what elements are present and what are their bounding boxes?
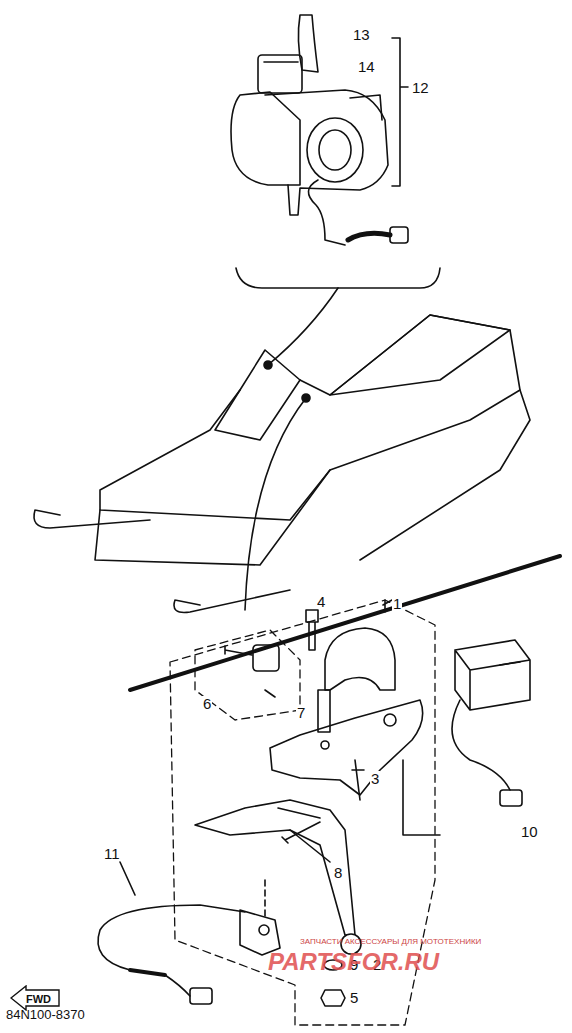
unit-connector — [390, 227, 408, 243]
lever-bracket — [270, 700, 423, 795]
callout-number: 6 — [202, 696, 212, 711]
relay-14 — [258, 55, 302, 93]
group-6-outline — [195, 630, 300, 720]
callout-number: 10 — [520, 824, 539, 839]
lever-8 — [195, 800, 355, 935]
axis-line — [264, 880, 266, 920]
leader-10 — [403, 760, 440, 835]
mount-dot — [264, 361, 272, 369]
callout-number: 7 — [296, 705, 306, 720]
callout-number: 5 — [349, 990, 359, 1005]
hood-side — [95, 470, 330, 565]
nut-5 — [321, 990, 345, 1006]
drawing-number: 84N100-8370 — [6, 1008, 85, 1021]
view-brace — [236, 268, 440, 288]
housing-left — [231, 92, 300, 185]
direction-arrow: FWD — [10, 985, 60, 1011]
unit-plug — [348, 233, 390, 240]
arrow-text: FWD — [26, 993, 51, 1005]
wire-10 — [452, 700, 510, 790]
ski-right — [174, 590, 290, 613]
plug-10 — [500, 790, 522, 806]
switch-nub — [259, 925, 269, 935]
callout-number: 13 — [352, 27, 371, 42]
switch-11 — [240, 910, 280, 955]
seat — [330, 315, 510, 395]
housing-edge — [350, 95, 382, 120]
cable-end — [130, 970, 165, 975]
callout-number: 11 — [103, 846, 121, 861]
ski-left — [34, 510, 150, 528]
unit-wire — [308, 180, 345, 245]
arrow-shape — [11, 986, 59, 1010]
bracket-12 — [392, 38, 408, 186]
screw-lever — [282, 822, 320, 843]
screw-4 — [306, 610, 318, 650]
unit-10-slot — [500, 662, 520, 665]
track-tunnel — [360, 390, 530, 560]
pivot-hole — [321, 741, 329, 749]
snowmobile-body — [100, 315, 520, 520]
housing-bore — [307, 118, 363, 182]
callout-number: 4 — [316, 594, 326, 609]
cable-tail — [165, 975, 190, 996]
callout-number: 3 — [370, 771, 380, 786]
housing-bore-inner — [319, 130, 351, 170]
leader-1 — [383, 600, 392, 612]
screw-3 — [352, 760, 364, 800]
leader-top — [268, 288, 338, 365]
windshield — [215, 380, 300, 440]
watermark-logo: PARTSFOR.RU — [268, 950, 439, 974]
housing-body — [265, 90, 388, 215]
unit-10 — [455, 640, 530, 710]
switch-6 — [253, 645, 279, 671]
callout-number: 14 — [357, 59, 376, 74]
plug-11 — [190, 988, 212, 1004]
bracket-hole — [384, 714, 396, 726]
callout-number: 1 — [392, 596, 402, 611]
switch-clip — [265, 690, 275, 697]
watermark-text: ЗАПЧАСТИ АКСЕССУАРЫ ДЛЯ МОТОТЕХНИКИ — [300, 938, 481, 946]
lever-ridge — [278, 808, 320, 818]
relay-detail — [264, 61, 298, 63]
leader-bottom — [245, 398, 306, 610]
cover — [325, 628, 395, 690]
callout-number: 12 — [411, 80, 430, 95]
cable-11 — [98, 905, 245, 970]
switch-screw — [225, 646, 252, 655]
leader-11 — [120, 862, 135, 895]
callout-number: 8 — [333, 865, 343, 880]
